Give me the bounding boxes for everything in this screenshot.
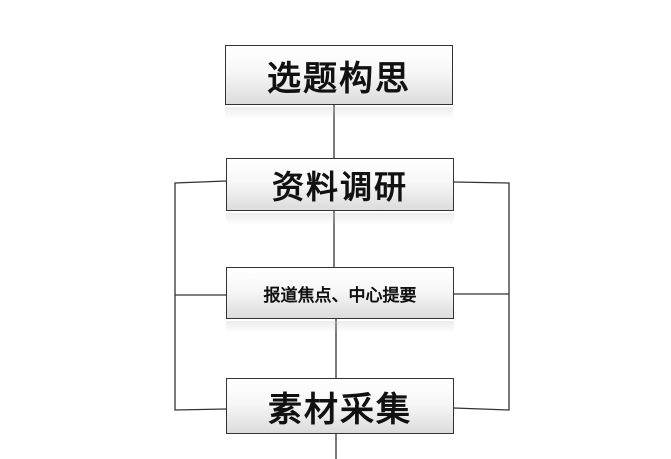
node-research: 资料调研 <box>226 158 454 211</box>
node-reflection <box>226 213 454 225</box>
node-topic-concept: 选题构思 <box>225 45 453 105</box>
node-reflection <box>226 321 454 333</box>
node-label: 素材采集 <box>268 389 412 430</box>
node-reflection <box>225 107 453 119</box>
node-label: 选题构思 <box>267 58 411 99</box>
right-loop-connector <box>453 181 510 411</box>
left-loop-connector <box>174 180 227 411</box>
node-report-focus: 报道焦点、中心提要 <box>226 267 454 319</box>
node-material-collection: 素材采集 <box>226 378 454 434</box>
node-label: 资料调研 <box>271 167 408 206</box>
node-label: 报道焦点、中心提要 <box>263 285 417 306</box>
